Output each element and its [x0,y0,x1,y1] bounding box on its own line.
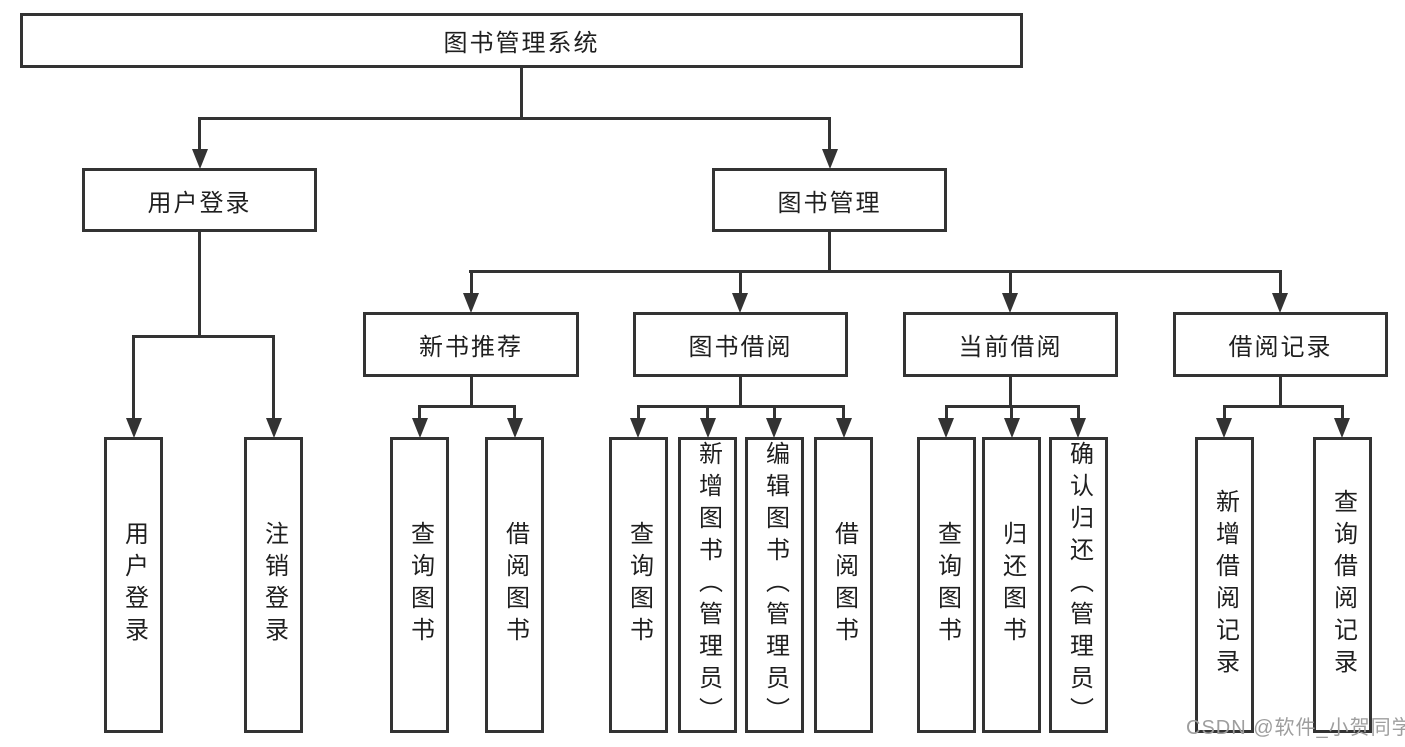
arrow-down-icon [1334,418,1350,438]
node-book-management: 图书管理 [712,168,947,232]
leaf-query-books-recommend: 查询图书 [390,437,449,733]
connector-level3-rail [469,270,1281,273]
leaf-borrow-books: 借阅图书 [814,437,873,733]
leaf-return-books-label: 归还图书 [998,521,1026,649]
arrow-down-icon [192,149,208,169]
leaf-borrow-books-label: 借阅图书 [830,521,858,649]
connector-line [828,117,831,153]
connector-line [1341,405,1344,421]
arrow-down-icon [1070,418,1086,438]
arrow-down-icon [766,418,782,438]
connector-line [272,335,275,421]
connector-line [1279,270,1282,298]
connector-line [513,405,516,421]
connector-line [1009,270,1012,298]
arrow-down-icon [938,418,954,438]
node-user-login-label: 用户登录 [147,189,252,217]
leaf-add-borrow-record: 新增借阅记录 [1195,437,1254,733]
connector-rail [637,405,845,408]
node-root: 图书管理系统 [20,13,1023,68]
connector-stem [1009,377,1012,407]
connector-stem [1279,377,1282,407]
leaf-confirm-return-admin-label: 确认归还（管理员） [1065,441,1093,729]
node-current-borrowing: 当前借阅 [903,312,1118,377]
connector-user-login-stem [198,232,201,336]
leaf-add-books-admin: 新增图书（管理员） [678,437,737,733]
arrow-down-icon [732,293,748,313]
node-user-login: 用户登录 [82,168,317,232]
node-book-management-label: 图书管理 [777,189,882,217]
node-book-borrowing-label: 图书借阅 [688,334,793,361]
leaf-return-books: 归还图书 [982,437,1041,733]
arrow-down-icon [700,418,716,438]
connector-rail [418,405,516,408]
connector-book-mgmt-stem [828,232,831,271]
connector-line [470,270,473,298]
leaf-query-books-current: 查询图书 [917,437,976,733]
connector-line [418,405,421,421]
leaf-query-books-borrowing-label: 查询图书 [625,521,653,649]
leaf-edit-books-admin-label: 编辑图书（管理员） [761,441,789,729]
arrow-down-icon [507,418,523,438]
connector-line [773,405,776,421]
leaf-query-books-borrowing: 查询图书 [609,437,668,733]
connector-user-login-rail [132,335,274,338]
leaf-borrow-books-recommend: 借阅图书 [485,437,544,733]
arrow-down-icon [266,418,282,438]
leaf-query-borrow-record-label: 查询借阅记录 [1329,489,1357,681]
leaf-user-login-label: 用户登录 [120,521,148,649]
arrow-down-icon [412,418,428,438]
arrow-down-icon [463,293,479,313]
connector-line [842,405,845,421]
leaf-logout-login: 注销登录 [244,437,303,733]
leaf-add-books-admin-label: 新增图书（管理员） [694,441,722,729]
node-root-label: 图书管理系统 [443,30,600,57]
leaf-add-borrow-record-label: 新增借阅记录 [1211,489,1239,681]
node-borrowing-records-label: 借阅记录 [1228,334,1333,361]
leaf-edit-books-admin: 编辑图书（管理员） [745,437,804,733]
connector-line [637,405,640,421]
arrow-down-icon [630,418,646,438]
arrow-down-icon [822,149,838,169]
connector-line [945,405,948,421]
leaf-query-books-recommend-label: 查询图书 [406,521,434,649]
leaf-query-books-current-label: 查询图书 [933,521,961,649]
arrow-down-icon [1002,293,1018,313]
arrow-down-icon [1004,418,1020,438]
arrow-down-icon [1216,418,1232,438]
leaf-confirm-return-admin: 确认归还（管理员） [1049,437,1108,733]
connector-root-rail [198,117,830,120]
connector-line [1223,405,1226,421]
connector-line [706,405,709,421]
node-new-book-recommend-label: 新书推荐 [419,334,523,361]
node-new-book-recommend: 新书推荐 [363,312,579,377]
connector-line [1010,405,1013,421]
watermark-text: CSDN @软件_小贺同学 [1186,717,1405,739]
leaf-borrow-books-recommend-label: 借阅图书 [501,521,529,649]
connector-line [739,270,742,298]
node-current-borrowing-label: 当前借阅 [958,334,1063,361]
connector-stem [739,377,742,407]
connector-line [1077,405,1080,421]
arrow-down-icon [1272,293,1288,313]
leaf-user-login: 用户登录 [104,437,163,733]
connector-line [132,335,135,421]
arrow-down-icon [836,418,852,438]
arrow-down-icon [126,418,142,438]
connector-root-stem [520,68,523,118]
connector-stem [470,377,473,407]
node-borrowing-records: 借阅记录 [1173,312,1388,377]
leaf-query-borrow-record: 查询借阅记录 [1313,437,1372,733]
leaf-logout-login-label: 注销登录 [260,521,288,649]
connector-line [198,117,201,153]
node-book-borrowing: 图书借阅 [633,312,848,377]
connector-rail [1223,405,1344,408]
